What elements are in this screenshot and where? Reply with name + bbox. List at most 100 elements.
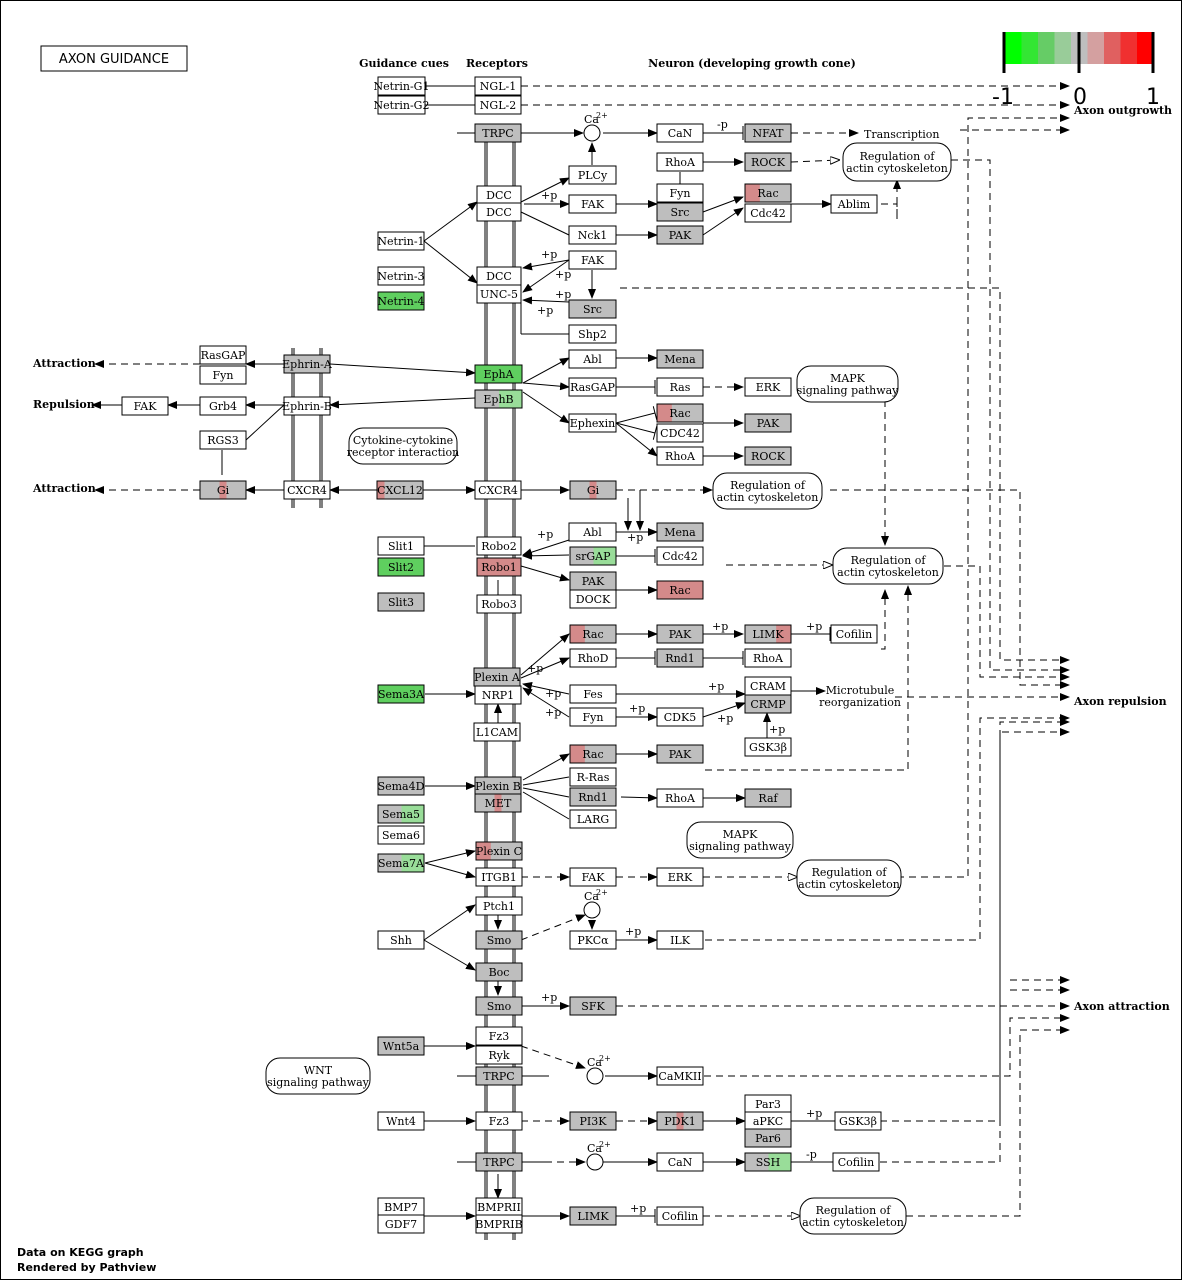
gene-node-rock1[interactable] bbox=[744, 152, 792, 172]
gene-node-slit2[interactable] bbox=[377, 557, 425, 577]
gene-node-par6[interactable] bbox=[744, 1128, 792, 1148]
gene-node-trpc1[interactable] bbox=[474, 123, 522, 143]
gene-node-camkii[interactable] bbox=[656, 1066, 704, 1086]
gene-node-pak1[interactable] bbox=[656, 225, 704, 245]
gene-node-ras[interactable] bbox=[656, 377, 704, 397]
gene-node-slit3[interactable] bbox=[377, 592, 425, 612]
gene-node-fz3b[interactable] bbox=[475, 1111, 523, 1131]
gene-node-fes[interactable] bbox=[569, 684, 617, 704]
gene-node-fyn2[interactable] bbox=[199, 365, 247, 385]
gene-node-ngl1[interactable] bbox=[474, 76, 522, 96]
gene-node-raf[interactable] bbox=[744, 788, 792, 808]
gene-node-cofilin3[interactable] bbox=[656, 1206, 704, 1226]
gene-node-ilk[interactable] bbox=[656, 930, 704, 950]
gene-node-pak5[interactable] bbox=[656, 744, 704, 764]
gene-node-itgb1[interactable] bbox=[475, 867, 523, 887]
gene-node-pak4[interactable] bbox=[656, 624, 704, 644]
gene-node-rock2[interactable] bbox=[744, 446, 792, 466]
process-roac2[interactable] bbox=[712, 472, 823, 510]
gene-node-dcc2[interactable] bbox=[476, 202, 522, 222]
gene-node-fak2[interactable] bbox=[568, 250, 617, 270]
gene-node-rhoa2[interactable] bbox=[656, 446, 704, 466]
gene-node-netrin_g2[interactable] bbox=[377, 95, 426, 115]
gene-node-netrin3[interactable] bbox=[377, 266, 425, 286]
gene-node-abl1[interactable] bbox=[568, 349, 617, 369]
gene-node-rhoa4[interactable] bbox=[656, 788, 704, 808]
gene-node-trpc2[interactable] bbox=[475, 1066, 523, 1086]
gene-node-pkca[interactable] bbox=[569, 930, 617, 950]
gene-node-robo1[interactable] bbox=[476, 557, 522, 577]
gene-node-netrin4[interactable] bbox=[377, 291, 425, 311]
gene-node-gsk3b1[interactable] bbox=[744, 737, 792, 757]
gene-node-sema4d[interactable] bbox=[377, 776, 425, 796]
gene-node-unc5[interactable] bbox=[476, 284, 522, 304]
gene-node-gsk3b2[interactable] bbox=[834, 1111, 882, 1131]
gene-node-cofilin2[interactable] bbox=[832, 1152, 880, 1172]
gene-node-rasgap2[interactable] bbox=[568, 377, 617, 397]
gene-node-trpc3[interactable] bbox=[475, 1152, 523, 1172]
gene-node-cxcr4a[interactable] bbox=[283, 480, 331, 500]
gene-node-l1cam[interactable] bbox=[473, 722, 521, 742]
gene-node-rhoa1[interactable] bbox=[656, 152, 704, 172]
gene-node-nfat[interactable] bbox=[744, 123, 792, 143]
gene-node-cdc42a[interactable] bbox=[744, 203, 792, 223]
gene-node-wnt5a[interactable] bbox=[377, 1036, 425, 1056]
gene-node-gdf7[interactable] bbox=[377, 1214, 425, 1234]
gene-node-limk2[interactable] bbox=[569, 1206, 617, 1226]
gene-node-rnd1b[interactable] bbox=[569, 787, 617, 807]
gene-node-src1[interactable] bbox=[656, 202, 704, 222]
gene-node-fyn3[interactable] bbox=[569, 707, 617, 727]
process-wnt[interactable] bbox=[265, 1057, 371, 1095]
gene-node-cofilin1[interactable] bbox=[830, 624, 878, 644]
gene-node-ephexin[interactable] bbox=[568, 413, 617, 433]
gene-node-ngl2[interactable] bbox=[474, 95, 522, 115]
gene-node-can1[interactable] bbox=[656, 123, 704, 143]
gene-node-sema3a[interactable] bbox=[377, 684, 425, 704]
gene-node-rac3[interactable] bbox=[656, 580, 704, 600]
gene-node-wnt4[interactable] bbox=[377, 1111, 425, 1131]
gene-node-can2[interactable] bbox=[656, 1152, 704, 1172]
gene-node-dock[interactable] bbox=[569, 589, 617, 609]
gene-node-cdk5[interactable] bbox=[656, 707, 704, 727]
gene-node-grb4[interactable] bbox=[199, 396, 247, 416]
gene-node-mena1[interactable] bbox=[656, 349, 704, 369]
gene-node-fak1[interactable] bbox=[568, 194, 617, 214]
gene-node-fz3a[interactable] bbox=[475, 1026, 523, 1046]
gene-node-fak3[interactable] bbox=[569, 867, 617, 887]
gene-node-rhoa3[interactable] bbox=[744, 648, 792, 668]
gene-node-sema6[interactable] bbox=[377, 825, 425, 845]
gene-node-ptch1[interactable] bbox=[475, 896, 523, 916]
gene-node-ephrina[interactable] bbox=[283, 354, 331, 374]
gene-node-cdc42c[interactable] bbox=[656, 546, 704, 566]
gene-node-plcy[interactable] bbox=[568, 165, 617, 185]
gene-node-pi3k[interactable] bbox=[569, 1111, 617, 1131]
gene-node-robo2[interactable] bbox=[476, 536, 522, 556]
gene-node-rasgap1[interactable] bbox=[199, 345, 247, 365]
process-cytokine[interactable] bbox=[348, 427, 458, 465]
gene-node-smo2[interactable] bbox=[475, 996, 523, 1016]
gene-node-shp2[interactable] bbox=[568, 324, 617, 344]
gene-node-src2[interactable] bbox=[568, 299, 617, 319]
gene-node-sfk[interactable] bbox=[569, 996, 617, 1016]
gene-node-nck1[interactable] bbox=[568, 225, 617, 245]
gene-node-bmprib[interactable] bbox=[475, 1214, 523, 1234]
gene-node-ryk[interactable] bbox=[475, 1045, 523, 1065]
process-roac4[interactable] bbox=[796, 859, 902, 897]
gene-node-fyn1[interactable] bbox=[656, 183, 704, 203]
gene-node-rgs3[interactable] bbox=[199, 430, 247, 450]
process-mapk1[interactable] bbox=[796, 365, 899, 403]
process-roac3[interactable] bbox=[832, 547, 944, 585]
gene-node-larg[interactable] bbox=[569, 809, 617, 829]
gene-node-boc[interactable] bbox=[475, 962, 523, 982]
gene-node-nrp1[interactable] bbox=[474, 685, 522, 705]
gene-node-erk1[interactable] bbox=[744, 377, 792, 397]
gene-node-shh[interactable] bbox=[377, 930, 425, 950]
gene-node-ephrinb[interactable] bbox=[283, 396, 331, 416]
gene-node-rras[interactable] bbox=[569, 767, 617, 787]
process-roac1[interactable] bbox=[842, 142, 952, 182]
gene-node-slit1[interactable] bbox=[377, 536, 425, 556]
gene-node-abl2[interactable] bbox=[568, 522, 617, 542]
gene-node-mena2[interactable] bbox=[656, 522, 704, 542]
gene-node-netrin1[interactable] bbox=[377, 231, 425, 251]
gene-node-epha[interactable] bbox=[474, 364, 523, 384]
